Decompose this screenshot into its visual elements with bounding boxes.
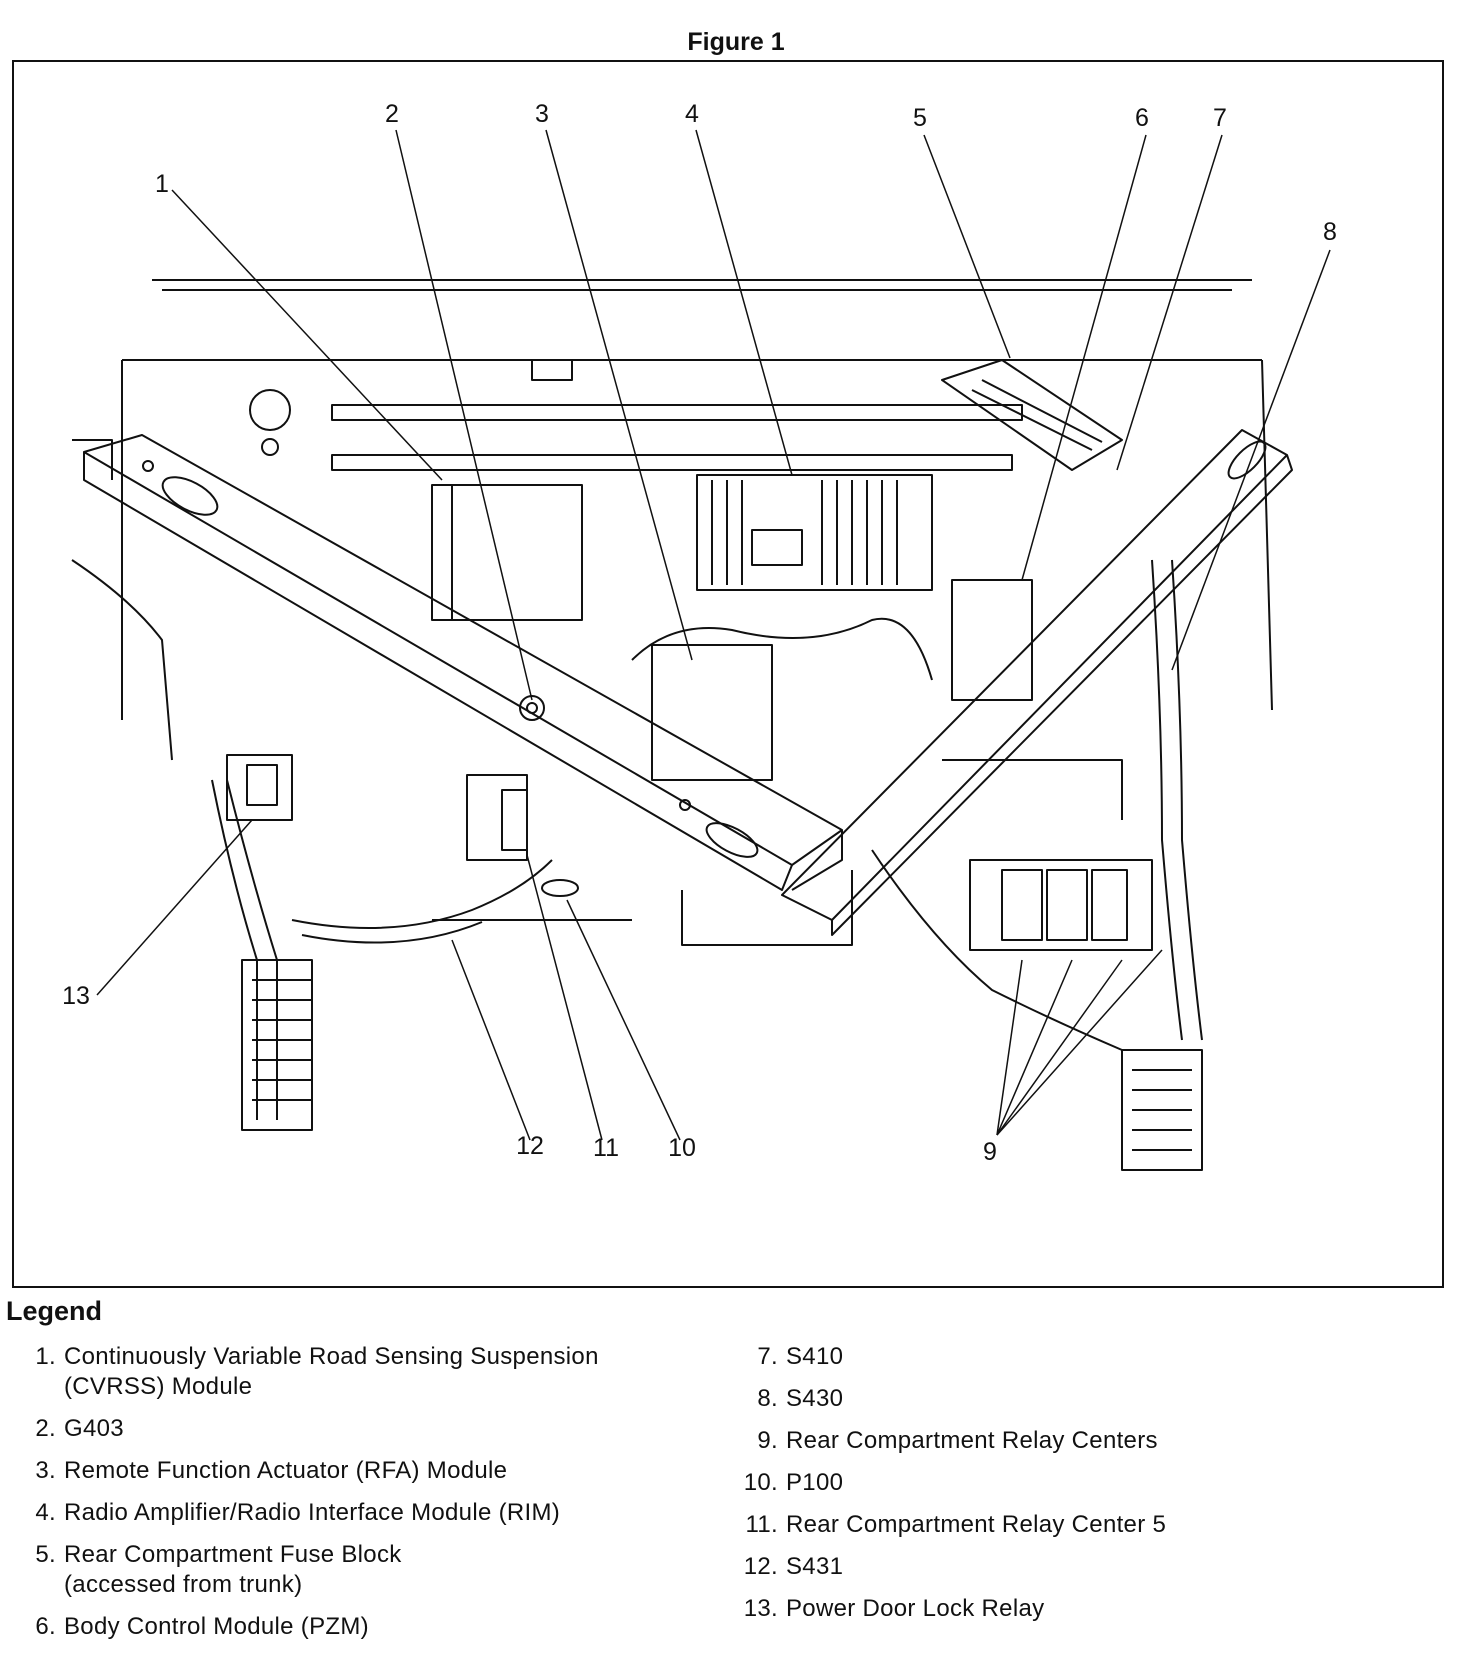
- legend-item-number: 1.: [35, 1343, 56, 1370]
- leader-9b: [996, 959, 1073, 1136]
- wiring-diagram: 1 2 3 4 5 6 7 8 9 10 11 12 13: [62, 100, 1337, 1171]
- leader-6: [1021, 134, 1147, 581]
- legend-item-number: 2.: [35, 1415, 56, 1442]
- shelf-hole: [249, 389, 291, 431]
- legend-item-number: 6.: [35, 1613, 56, 1640]
- legend-right-column: 7. S410 8. S430 9. Rear Compartment Relay C…: [738, 1342, 1438, 1636]
- legend-item: 1. Continuously Variable Road Sensing Sus…: [22, 1342, 722, 1402]
- callout-7: 7: [1213, 104, 1227, 132]
- legend-item-text: S431: [786, 1553, 844, 1580]
- leader-1: [171, 189, 443, 481]
- callout-3: 3: [535, 100, 549, 128]
- brace-right-to-left: [781, 429, 1288, 921]
- wire-harness-center: [291, 859, 553, 944]
- legend-item-number: 13.: [743, 1595, 778, 1622]
- callout-10: 10: [668, 1134, 696, 1162]
- body-control-module: [951, 579, 1033, 701]
- g403-ground: [519, 695, 545, 721]
- legend-item-text: Rear Compartment Fuse Block (accessed fr…: [64, 1541, 402, 1598]
- leader-12: [451, 939, 531, 1141]
- legend-item-text: S410: [786, 1343, 844, 1370]
- leader-5: [923, 134, 1011, 359]
- legend-item: 10. P100: [738, 1468, 1438, 1498]
- callout-13: 13: [62, 982, 90, 1010]
- legend-item-text: Power Door Lock Relay: [786, 1595, 1045, 1622]
- legend-item-text: Rear Compartment Relay Center 5: [786, 1511, 1167, 1538]
- legend-item-text: Body Control Module (PZM): [64, 1613, 369, 1640]
- wire-harness-right: [1151, 559, 1203, 1041]
- legend-item: 13. Power Door Lock Relay: [738, 1594, 1438, 1624]
- legend-item: 6. Body Control Module (PZM): [22, 1612, 722, 1642]
- callout-1: 1: [155, 170, 169, 198]
- legend-item-number: 10.: [743, 1469, 778, 1496]
- leader-13: [96, 819, 253, 996]
- legend-item: 8. S430: [738, 1384, 1438, 1414]
- legend-item-number: 7.: [757, 1343, 778, 1370]
- legend-item-text: Rear Compartment Relay Centers: [786, 1427, 1158, 1454]
- legend-item-number: 5.: [35, 1541, 56, 1568]
- legend-item-text: G403: [64, 1415, 124, 1442]
- radio-amplifier: [696, 474, 933, 591]
- left-side-panel: [71, 439, 173, 761]
- callout-11: 11: [593, 1134, 619, 1162]
- leader-8: [1171, 249, 1331, 671]
- relay-centers: [969, 859, 1153, 951]
- callout-12: 12: [516, 1132, 544, 1160]
- legend-item-number: 9.: [757, 1427, 778, 1454]
- figure-frame: [12, 60, 1444, 1288]
- callout-4: 4: [685, 100, 699, 128]
- leader-9d: [996, 949, 1163, 1136]
- leader-9a: [996, 959, 1023, 1136]
- callout-5: 5: [913, 104, 927, 132]
- leader-11: [526, 854, 603, 1141]
- legend-item: 4. Radio Amplifier/Radio Interface Module…: [22, 1498, 722, 1528]
- power-door-lock-relay: [226, 754, 293, 821]
- callout-8: 8: [1323, 218, 1337, 246]
- legend-item: 11. Rear Compartment Relay Center 5: [738, 1510, 1438, 1540]
- legend-item: 2. G403: [22, 1414, 722, 1444]
- legend-item-text: S430: [786, 1385, 844, 1412]
- rfa-module: [651, 644, 773, 781]
- chassis-drawing: [71, 279, 1293, 1171]
- legend-item-number: 11.: [745, 1511, 778, 1538]
- legend-left-column: 1. Continuously Variable Road Sensing Sus…: [22, 1342, 722, 1654]
- legend-item: 9. Rear Compartment Relay Centers: [738, 1426, 1438, 1456]
- legend-item-text: Radio Amplifier/Radio Interface Module (…: [64, 1499, 561, 1526]
- leader-2: [395, 129, 533, 701]
- legend-item-number: 12.: [743, 1553, 778, 1580]
- legend-item: 3. Remote Function Actuator (RFA) Module: [22, 1456, 722, 1486]
- leader-4: [695, 129, 793, 476]
- legend-item-number: 4.: [35, 1499, 56, 1526]
- p100-connector: [541, 879, 579, 897]
- figure-title: Figure 1: [687, 28, 785, 56]
- legend-item-text: P100: [786, 1469, 844, 1496]
- leader-9c: [996, 959, 1123, 1136]
- legend-item-number: 8.: [757, 1385, 778, 1412]
- legend-item-text: Remote Function Actuator (RFA) Module: [64, 1457, 508, 1484]
- rear-shelf-panel: [121, 279, 1273, 720]
- relay-center-5: [466, 774, 528, 861]
- leader-7: [1116, 134, 1223, 471]
- cvrss-module: [431, 484, 583, 621]
- legend-item: 12. S431: [738, 1552, 1438, 1582]
- legend-item: 7. S410: [738, 1342, 1438, 1372]
- legend-item: 5. Rear Compartment Fuse Block (accessed …: [22, 1540, 722, 1600]
- callout-2: 2: [385, 100, 399, 128]
- shelf-slot-lower: [331, 454, 1013, 471]
- leader-10: [566, 899, 681, 1141]
- legend-item-text: Continuously Variable Road Sensing Suspe…: [64, 1343, 599, 1400]
- shelf-slot-upper: [331, 404, 1023, 421]
- legend-heading: Legend: [6, 1296, 103, 1326]
- callout-labels: 1 2 3 4 5 6 7 8 9 10 11 12 13: [62, 100, 1337, 1166]
- fuse-block: [941, 359, 1123, 471]
- callout-6: 6: [1135, 104, 1149, 132]
- leader-lines: [96, 129, 1331, 1141]
- leader-3: [545, 129, 693, 661]
- legend-item-number: 3.: [35, 1457, 56, 1484]
- wire-harness-left: [211, 779, 313, 1131]
- callout-9: 9: [983, 1138, 997, 1166]
- brace-left-to-right: [83, 434, 843, 866]
